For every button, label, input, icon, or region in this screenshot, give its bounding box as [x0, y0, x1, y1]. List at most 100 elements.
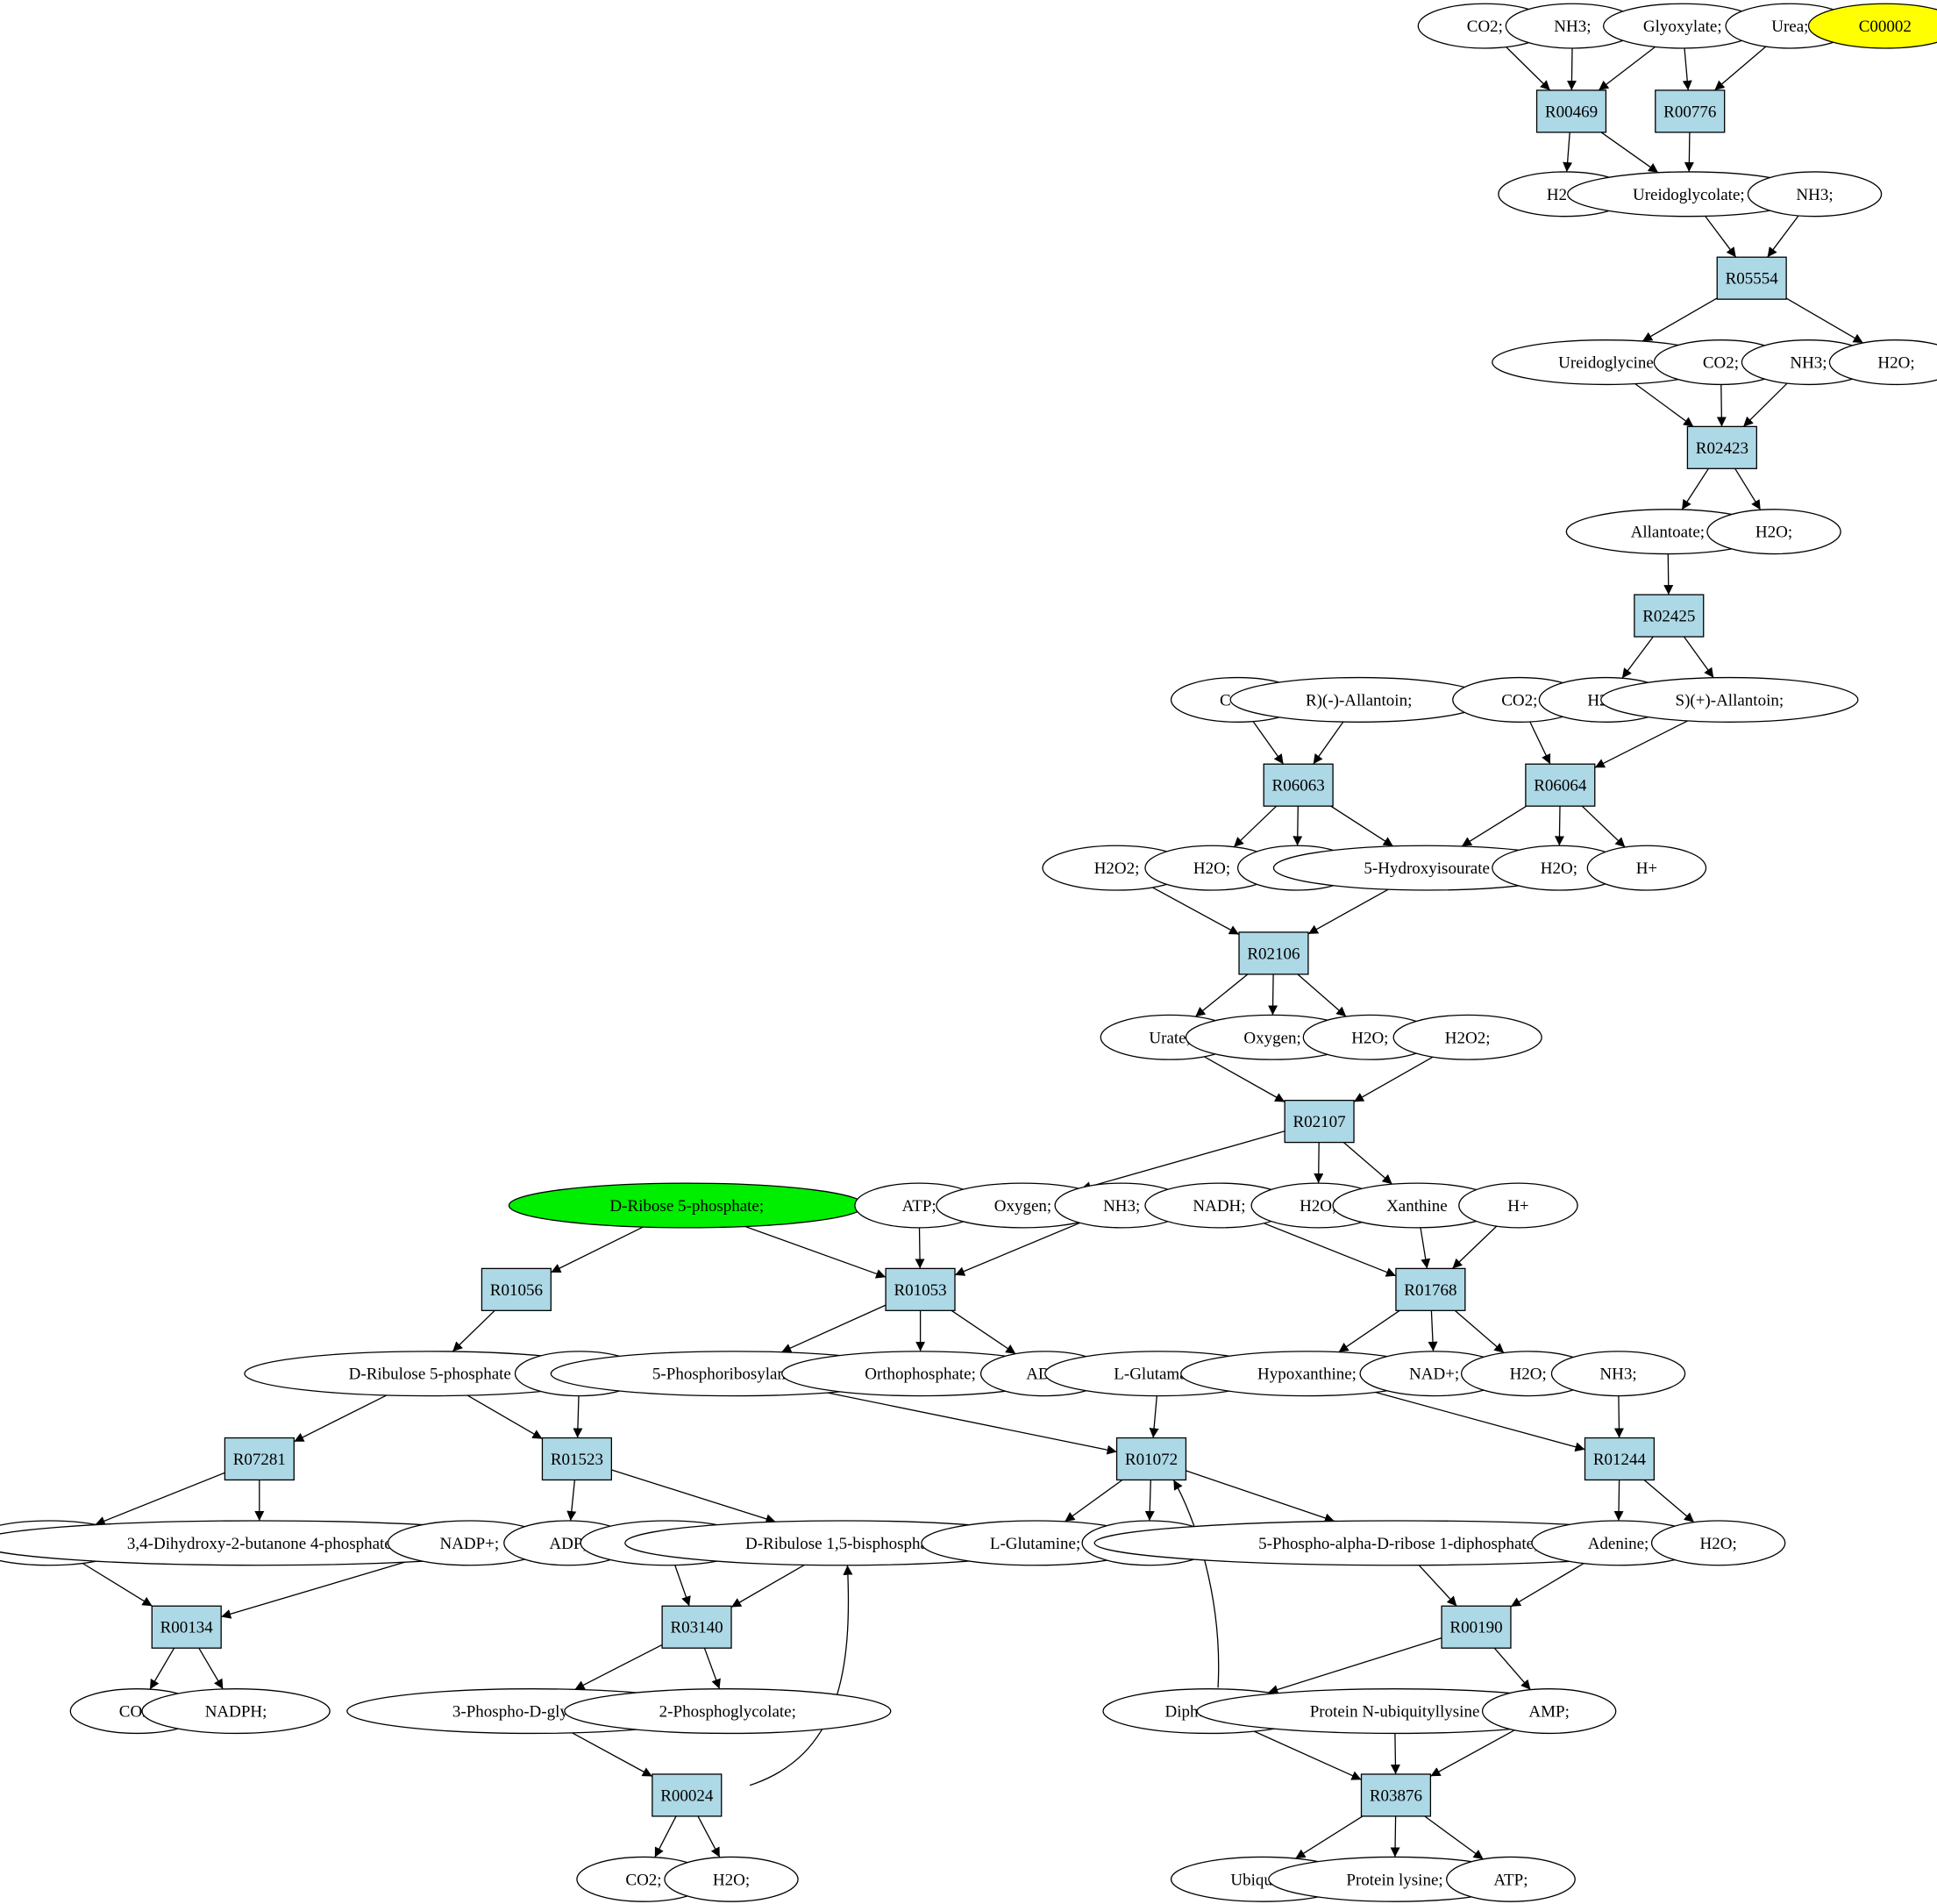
edges-layer [82, 46, 1864, 1860]
edge-r_R03140-to-m_3pg [574, 1644, 663, 1690]
reaction-node-r_R06063[interactable]: R06063 [1263, 763, 1334, 807]
node-label: 5-Phospho-alpha-D-ribose 1-diphosphate; [1258, 1535, 1538, 1553]
metabolite-ellipse [1807, 3, 1937, 49]
edge-r_R02425-to-m_s_allantoin [1683, 636, 1714, 679]
metabolite-node-m_h2o_2[interactable]: H2O; [1828, 339, 1937, 386]
metabolite-node-m_2pg[interactable]: 2-Phosphoglycolate; [564, 1688, 892, 1735]
reaction-node-r_R01056[interactable]: R01056 [481, 1267, 552, 1311]
edge-m_glyoxylate-to-r_R00776 [1682, 47, 1692, 90]
reaction-node-r_R00469[interactable]: R00469 [1535, 89, 1607, 133]
metabolite-node-m_nadh[interactable]: NADH; [1144, 1182, 1294, 1229]
node-label: ADP; [549, 1535, 587, 1553]
edge-m_nh3_1-to-r_R00469 [1566, 47, 1577, 90]
edge-m_glyoxylate-to-r_R00469 [1598, 46, 1656, 91]
edge-m_urea-to-r_R00776 [1713, 46, 1767, 91]
edge-m_lglutamate-to-r_R01072 [1149, 1395, 1159, 1438]
edge-r_R02106-to-m_h2o_7 [1297, 973, 1347, 1017]
metabolite-node-m_h2o_3[interactable]: H2O; [1706, 509, 1841, 555]
edge-r_R03876-to-m_ubiquitin [1295, 1815, 1364, 1859]
metabolite-node-m_atp_3[interactable]: ATP; [1446, 1856, 1576, 1902]
edge-r_R06064-to-m_5hiu [1461, 805, 1528, 847]
node-label: D-Ribulose 1,5-bisphosphate [745, 1535, 940, 1553]
node-label: H2O; [1755, 524, 1792, 542]
reaction-node-r_R00190[interactable]: R00190 [1441, 1605, 1512, 1649]
node-label: H2O; [1510, 1366, 1547, 1384]
node-label: H2O; [1541, 859, 1577, 878]
node-label: H2O2; [1094, 859, 1140, 878]
edge-m_nadh-to-r_R01768 [1264, 1223, 1397, 1277]
node-label: R01072 [1125, 1451, 1178, 1469]
edge-r_R01053-to-m_adp_1 [951, 1309, 1016, 1355]
metabolite-node-m_ureidoglycolate[interactable]: Ureidoglycolate; [1567, 171, 1811, 217]
metabolite-node-m_h2o2_2[interactable]: H2O2; [1392, 1014, 1542, 1060]
edge-m_nh3_4-to-r_R01053 [954, 1222, 1080, 1276]
node-label: NADH; [1193, 1197, 1245, 1216]
edge-m_prpp_amine-to-r_R01072 [827, 1392, 1117, 1455]
edge-m_ureidoglycine-to-r_R02423 [1634, 383, 1694, 427]
reaction-node-r_R07281[interactable]: R07281 [224, 1437, 295, 1481]
node-label: R00469 [1545, 103, 1598, 121]
node-label: Urea; [1771, 18, 1808, 36]
node-label: R02106 [1247, 945, 1300, 963]
reaction-node-r_R02106[interactable]: R02106 [1238, 931, 1309, 975]
reaction-node-r_R01523[interactable]: R01523 [541, 1437, 613, 1481]
edge-r_R02106-to-m_oxygen_1 [1268, 973, 1278, 1016]
metabolite-node-m_nh3_1[interactable]: NH3; [1505, 3, 1641, 49]
metabolite-node-m_h2o_11[interactable]: H2O; [1650, 1520, 1786, 1566]
edge-r_R02107-to-m_h2o_8 [1314, 1142, 1324, 1184]
edge-r_R01768-to-m_h2o_9 [1454, 1309, 1505, 1354]
node-label: NAD+; [1409, 1366, 1459, 1384]
reaction-node-r_R03876[interactable]: R03876 [1360, 1773, 1432, 1817]
edge-m_nh3_2-to-r_R05554 [1767, 215, 1799, 258]
metabolite-node-m_xanthine[interactable]: Xanthine [1332, 1182, 1502, 1229]
metabolite-node-m_nadph[interactable]: NADPH; [141, 1688, 331, 1735]
node-label: CO2; [625, 1871, 661, 1889]
metabolite-node-m_hplus_2[interactable]: H+ [1586, 845, 1707, 891]
metabolite-node-m_hplus_3[interactable]: H+ [1458, 1182, 1578, 1229]
reaction-node-r_R02423[interactable]: R02423 [1686, 425, 1757, 469]
node-label: D-Ribose 5-phosphate; [609, 1197, 764, 1216]
edge-m_formate-to-r_R00134 [82, 1562, 153, 1607]
node-label: R00024 [660, 1786, 714, 1805]
metabolite-ellipse [1600, 676, 1859, 723]
edge-r_R03140-to-m_2pg [703, 1647, 721, 1689]
edge-r_R06063-to-m_hplus_1 [1293, 806, 1303, 846]
metabolite-node-m_r5p[interactable]: D-Ribose 5-phosphate; [508, 1182, 865, 1229]
metabolite-node-m_nadpplus[interactable]: NADP+; [387, 1520, 552, 1566]
metabolite-node-m_amp[interactable]: AMP; [1481, 1688, 1617, 1735]
node-label: R)(-)-Allantoin; [1306, 691, 1412, 710]
edge-r_R00776-to-m_ureidoglycolate [1684, 132, 1694, 173]
metabolite-node-m_r_allantoin[interactable]: R)(-)-Allantoin; [1229, 676, 1488, 723]
node-label: R03140 [670, 1619, 723, 1637]
edge-r_R01053-to-m_prpp_amine [780, 1304, 887, 1353]
edge-r_R01072-to-m_lglutamine [1065, 1479, 1123, 1522]
metabolite-node-m_c00002[interactable]: C00002 [1807, 3, 1937, 49]
metabolite-node-m_nh3_5[interactable]: NH3; [1550, 1351, 1686, 1397]
reaction-node-r_R00134[interactable]: R00134 [151, 1605, 222, 1649]
metabolite-node-m_nh3_2[interactable]: NH3; [1747, 171, 1883, 217]
reaction-node-r_R01053[interactable]: R01053 [885, 1267, 956, 1311]
edge-r_R02107-to-m_oxygen_2 [1080, 1130, 1285, 1191]
reaction-node-r_R00776[interactable]: R00776 [1655, 89, 1726, 133]
edge-m_5hiu-to-r_R02106 [1307, 888, 1389, 935]
reaction-node-r_R01244[interactable]: R01244 [1584, 1437, 1656, 1481]
reaction-box [885, 1267, 956, 1311]
edge-m_h2o2_1-to-r_R02106 [1152, 887, 1240, 936]
reaction-node-r_R02425[interactable]: R02425 [1634, 594, 1705, 638]
node-label: R07281 [233, 1451, 286, 1469]
reaction-node-r_R05554[interactable]: R05554 [1716, 256, 1787, 300]
reaction-node-r_R01072[interactable]: R01072 [1115, 1437, 1187, 1481]
reaction-node-r_R00024[interactable]: R00024 [652, 1773, 723, 1817]
node-label: Oxygen; [1243, 1029, 1300, 1047]
edge-r_R00024-to-m_rubp [749, 1565, 853, 1786]
edge-m_r5p-to-r_R01053 [744, 1225, 887, 1279]
reaction-node-r_R06064[interactable]: R06064 [1525, 763, 1596, 807]
edge-r_R01523-to-m_rubp [611, 1469, 776, 1524]
reaction-node-r_R03140[interactable]: R03140 [661, 1605, 732, 1649]
metabolite-node-m_s_allantoin[interactable]: S)(+)-Allantoin; [1600, 676, 1859, 723]
reaction-node-r_R02107[interactable]: R02107 [1284, 1100, 1355, 1144]
metabolite-ellipse [1446, 1856, 1576, 1902]
reaction-node-r_R01768[interactable]: R01768 [1395, 1267, 1466, 1311]
metabolite-node-m_h2o_12[interactable]: H2O; [664, 1856, 799, 1902]
